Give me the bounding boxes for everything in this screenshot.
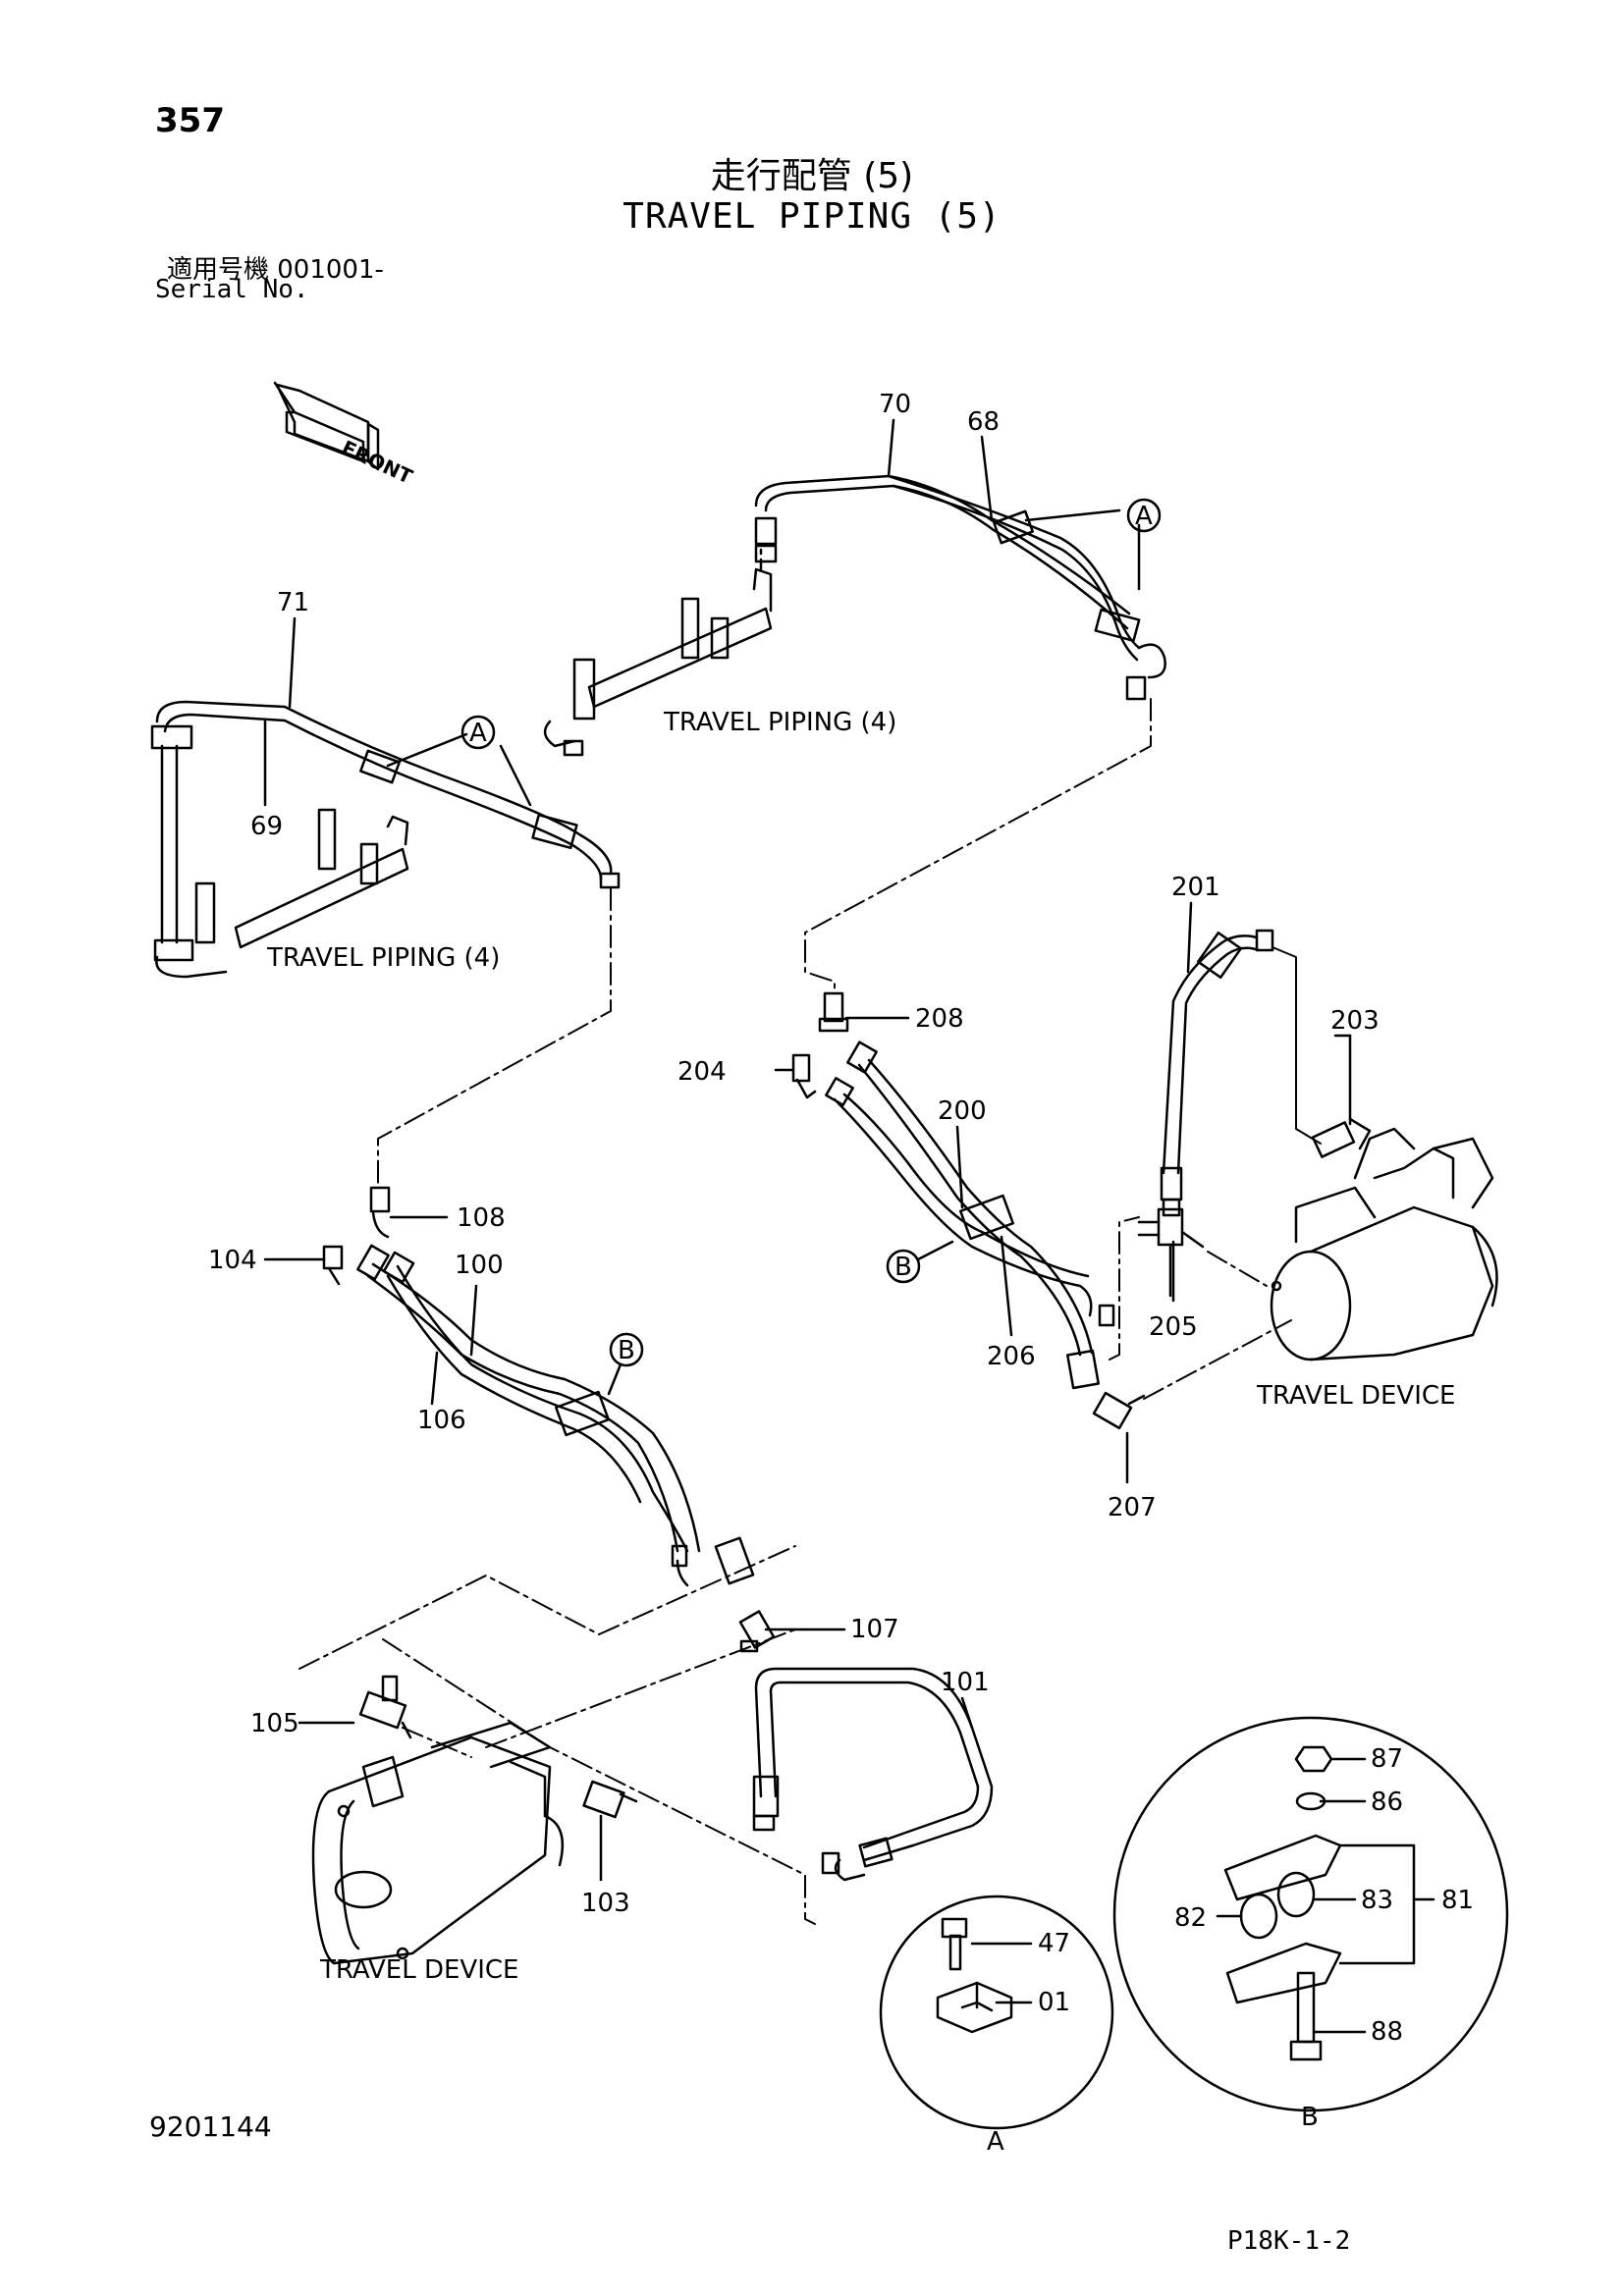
ref-travel-piping-4-upper: TRAVEL PIPING (4) <box>663 708 896 737</box>
part-103: 103 <box>581 1889 630 1918</box>
part-106: 106 <box>417 1406 466 1435</box>
serial-label-english: Serial No. <box>155 275 309 304</box>
part-107: 107 <box>850 1615 899 1644</box>
view-marker-b-left: B <box>618 1336 635 1365</box>
view-marker-circle <box>1126 498 1162 533</box>
detail-a-label: A <box>987 2127 1004 2157</box>
fitting-107 <box>738 1610 776 1653</box>
part-69: 69 <box>250 812 283 841</box>
part-101: 101 <box>941 1668 990 1697</box>
travel-device-left <box>311 1721 565 1965</box>
travel-device-right <box>1270 1127 1498 1362</box>
view-marker-a-left: A <box>469 719 487 748</box>
part-205: 205 <box>1149 1312 1198 1342</box>
view-marker-b-right: B <box>894 1253 912 1282</box>
fitting-208 <box>818 991 849 1033</box>
part-83: 83 <box>1361 1886 1393 1915</box>
part-105: 105 <box>250 1709 299 1738</box>
view-a-pointer-upper <box>1024 508 1121 522</box>
fitting-203 <box>1311 1117 1372 1158</box>
detail-a-circle <box>879 1895 1114 2130</box>
part-88: 88 <box>1371 2017 1403 2047</box>
pipe-71-69 <box>150 700 621 979</box>
pipe-101 <box>752 1667 994 1882</box>
ref-travel-piping-4-left: TRAVEL PIPING (4) <box>266 943 500 973</box>
part-201: 201 <box>1171 873 1220 902</box>
part-206: 206 <box>987 1342 1036 1371</box>
travel-piping-4-upper-manifold <box>543 567 773 757</box>
part-87: 87 <box>1371 1744 1403 1774</box>
part-104: 104 <box>208 1246 257 1275</box>
document-id: 9201144 <box>149 2110 272 2143</box>
part-100: 100 <box>455 1251 504 1280</box>
hose-201 <box>1160 929 1274 1217</box>
front-arrow-icon <box>273 381 380 471</box>
part-82: 82 <box>1174 1903 1207 1933</box>
ref-travel-device-left: TRAVEL DEVICE <box>319 1955 518 1985</box>
part-207: 207 <box>1108 1493 1157 1522</box>
part-81: 81 <box>1441 1886 1474 1915</box>
part-200: 200 <box>938 1096 987 1126</box>
part-71: 71 <box>277 588 309 617</box>
fitting-103 <box>582 1780 638 1819</box>
fitting-207 <box>1092 1391 1146 1430</box>
part-108: 108 <box>457 1203 506 1233</box>
travel-piping-4-left-manifold <box>194 808 409 949</box>
pipe-70-68 <box>754 474 1166 701</box>
detail-b-circle <box>1112 1716 1509 2112</box>
part-86: 86 <box>1371 1788 1403 1817</box>
hose-200-206 <box>825 1041 1115 1390</box>
part-01: 01 <box>1038 1988 1070 2017</box>
part-208: 208 <box>915 1004 964 1034</box>
fitting-204 <box>791 1053 817 1099</box>
hose-100-106 <box>356 1244 755 1587</box>
detail-b-label: B <box>1301 2103 1319 2132</box>
fitting-104 <box>322 1245 344 1286</box>
part-204: 204 <box>677 1057 727 1087</box>
part-203: 203 <box>1330 1006 1380 1036</box>
fitting-108 <box>369 1186 391 1239</box>
ref-travel-device-right: TRAVEL DEVICE <box>1256 1381 1455 1411</box>
page-number: 357 <box>155 101 225 140</box>
part-70: 70 <box>879 390 911 419</box>
part-68: 68 <box>967 407 1000 437</box>
serial-label-japanese: 適用号機 001001- <box>167 255 384 285</box>
view-marker-a-upper: A <box>1135 502 1153 531</box>
page-code: P18K-1-2 <box>1227 2226 1351 2256</box>
part-47: 47 <box>1038 1929 1070 1958</box>
title-japanese: 走行配管 (5) <box>710 156 914 196</box>
title-english: TRAVEL PIPING (5) <box>623 196 1001 237</box>
